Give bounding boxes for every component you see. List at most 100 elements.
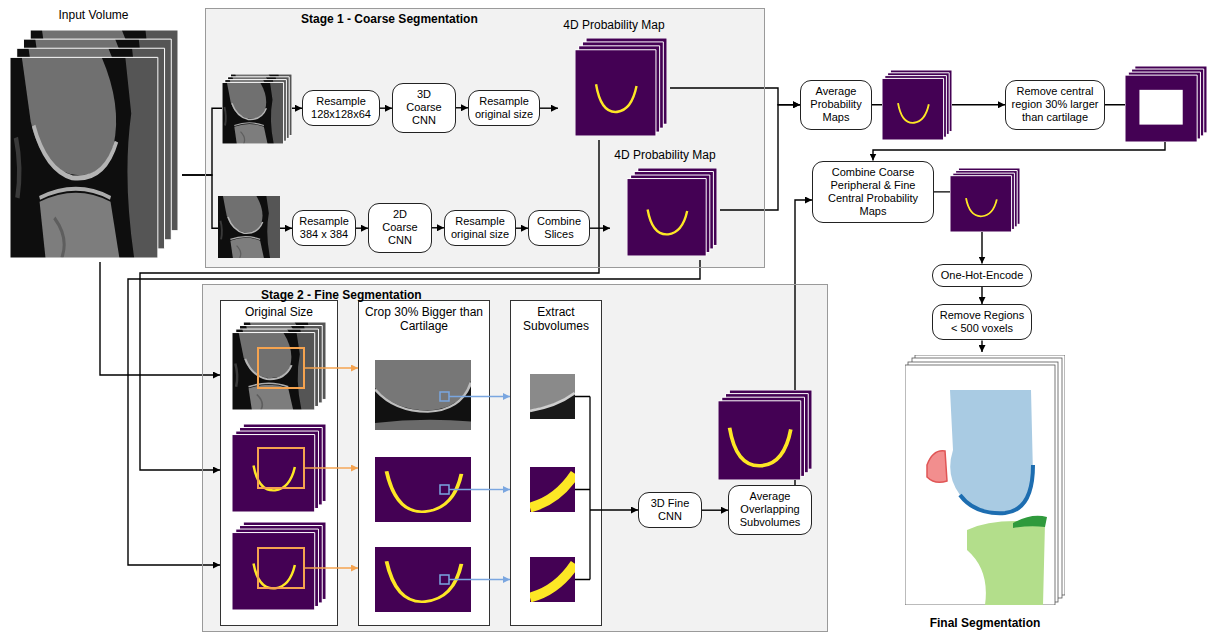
box-label: Resample original size: [450, 215, 510, 241]
box-label: Remove Regions < 500 voxels: [938, 309, 1026, 335]
box-label: Average Overlapping Subvolumes: [734, 490, 806, 530]
arrow-connector: [795, 200, 812, 485]
merge-lines: [575, 397, 602, 580]
box-label: Combine Slices: [534, 215, 584, 241]
arrow-connector: [432, 227, 444, 228]
arrow-connector: [516, 227, 528, 228]
box-label: Resample 128x128x64: [308, 95, 374, 121]
box-label: Resample original size: [474, 95, 534, 121]
final-segmentation: Final Segmentation: [900, 352, 1070, 630]
probability-map: 4D Probability Map: [558, 18, 670, 140]
process-box: Combine Slices: [528, 210, 590, 246]
mri-volume: [222, 74, 292, 144]
segmentation-stack: [905, 355, 1065, 605]
patch-arrow: [449, 579, 510, 581]
arrow-connector: [338, 467, 358, 468]
box-label: Remove central region 30% larger than ca…: [1011, 85, 1099, 125]
arrow-connector: [128, 260, 700, 565]
map-subvolume: [530, 467, 575, 512]
panel-fill: [220, 300, 338, 626]
masked-map-stack: [1125, 66, 1207, 142]
heading-label: Extract Subvolumes: [511, 301, 601, 334]
input-volume: Input Volume: [5, 8, 182, 262]
arrow-connector: [981, 287, 982, 304]
process-box: Resample 128x128x64: [302, 90, 380, 126]
crop-arrow: [304, 367, 358, 369]
process-box: Resample original size: [444, 210, 516, 246]
probability-map: 4D Probability Map: [610, 148, 720, 260]
panel-heading: Stage 2 - Fine Segmentation: [203, 285, 827, 302]
panel-fill: [205, 8, 765, 268]
heading-label: Crop 30% Bigger than Cartilage: [359, 301, 489, 334]
arrow-connector: [872, 104, 1005, 105]
step-column: Crop 30% Bigger than Cartilage: [358, 300, 490, 626]
process-box: 3D Fine CNN: [638, 492, 702, 528]
box-label: One-Hot-Encode: [941, 269, 1024, 282]
panel-fill: [202, 284, 828, 632]
crop-box: [258, 448, 304, 488]
arrow-connector: [456, 107, 468, 108]
stage-panel: Stage 2 - Fine SegmentationOriginal Size…: [202, 284, 828, 632]
arrow-connector: [490, 489, 510, 490]
process-box: Resample 384 x 384: [292, 210, 356, 246]
probability-map-stack: [627, 168, 717, 256]
arrow-connector: [602, 509, 638, 510]
probability-map-stack: [575, 38, 667, 136]
heading-label: 4D Probability Map: [558, 18, 670, 32]
panel-heading: Stage 1 - Coarse Segmentation: [206, 9, 764, 26]
arrow-connector: [590, 227, 610, 228]
patch-box: [440, 392, 449, 401]
process-box: Average Probability Maps: [800, 80, 872, 130]
arrow-connector: [670, 88, 800, 105]
fine-map-stack: [718, 390, 812, 480]
map-subvolume: [530, 557, 575, 602]
probability-map-stack: [232, 424, 326, 512]
crop-box: [258, 548, 304, 588]
box-label: 3D Fine CNN: [644, 497, 696, 523]
box-label: 2D Coarse CNN: [374, 208, 426, 248]
crop-arrow: [304, 567, 358, 569]
box-label: Combine Coarse Peripheral & Fine Central…: [818, 166, 928, 219]
patch-arrow: [449, 489, 490, 491]
arrow-connector: [182, 108, 302, 175]
process-box: Remove central region 30% larger than ca…: [1005, 80, 1105, 130]
heading-label: Final Segmentation: [900, 616, 1070, 630]
panel-fill: [510, 300, 602, 626]
cropped-map: [375, 457, 471, 522]
process-box: Resample original size: [468, 90, 540, 126]
probability-map-stack: [882, 70, 952, 140]
process-box: Average Overlapping Subvolumes: [728, 485, 812, 535]
arrow-connector: [356, 227, 368, 228]
mri-volume: [232, 322, 326, 410]
probability-map-stack: [232, 522, 326, 610]
process-box: One-Hot-Encode: [932, 264, 1032, 287]
process-box: 3D Coarse CNN: [392, 83, 456, 133]
box-label: Resample 384 x 384: [298, 215, 350, 241]
heading-label: 4D Probability Map: [610, 148, 720, 162]
heading-label: Original Size: [221, 301, 337, 319]
mri-subvolume: [530, 374, 575, 419]
arrow-connector: [380, 107, 392, 108]
cropped-map: [375, 547, 471, 612]
step-column: Original Size: [220, 300, 338, 626]
arrow-connector: [702, 509, 728, 510]
arrow-connector: [540, 107, 558, 108]
mri-slice: [218, 196, 280, 258]
patch-box: [440, 575, 449, 584]
arrow-connector: [934, 192, 982, 264]
step-column: Extract Subvolumes: [510, 300, 602, 626]
input-mri-stack: [10, 30, 178, 258]
process-box: 2D Coarse CNN: [368, 203, 432, 253]
panel-fill: [358, 300, 490, 626]
stage-panel: Stage 1 - Coarse SegmentationResample 12…: [205, 8, 765, 268]
arrow-connector: [140, 140, 599, 470]
box-label: Average Probability Maps: [806, 85, 866, 125]
box-label: 3D Coarse CNN: [398, 88, 450, 128]
patch-box: [440, 485, 449, 494]
probability-map-stack: [950, 168, 1020, 232]
arrow-connector: [981, 340, 982, 352]
process-box: Remove Regions < 500 voxels: [932, 304, 1032, 340]
arrow-connector: [182, 175, 292, 228]
crop-arrow: [304, 467, 338, 469]
patch-arrow: [449, 396, 510, 398]
